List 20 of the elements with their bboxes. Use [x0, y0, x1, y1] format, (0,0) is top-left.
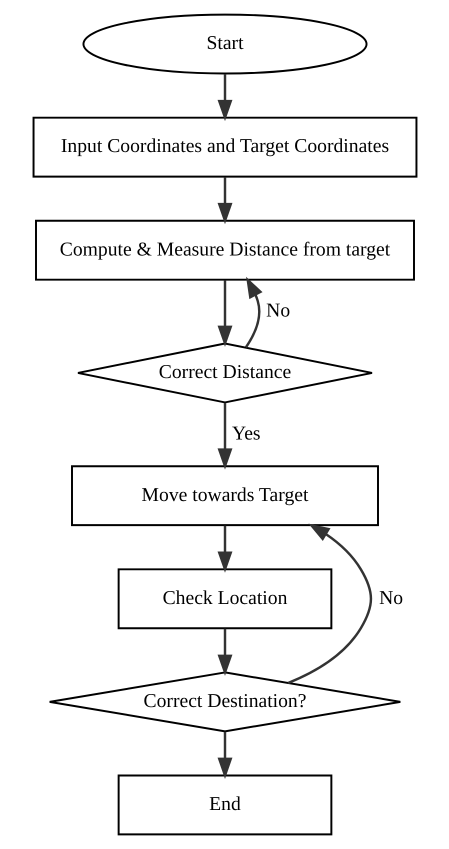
node-box: Compute & Measure Distance from target	[34, 220, 414, 281]
arrow	[244, 276, 262, 348]
arrow	[217, 526, 232, 573]
edge-label: No	[378, 588, 403, 609]
node-box: Input Coordinates and Target Coordinates	[32, 116, 417, 178]
arrow	[217, 628, 232, 676]
node-diamond: Correct Destination?	[48, 671, 401, 732]
arrow	[287, 524, 372, 684]
arrow	[217, 177, 232, 224]
node-box: Move towards Target	[70, 465, 378, 526]
arrow	[217, 402, 232, 470]
node-box: Check Location	[117, 568, 332, 630]
arrow	[217, 732, 232, 779]
node-box: End	[117, 774, 332, 836]
edge-label: Yes	[231, 423, 260, 444]
node-ellipse: Start	[82, 14, 368, 74]
arrow	[217, 74, 232, 122]
node-diamond: Correct Distance	[76, 342, 372, 404]
arrow	[217, 280, 232, 347]
edge-label: No	[266, 300, 290, 322]
